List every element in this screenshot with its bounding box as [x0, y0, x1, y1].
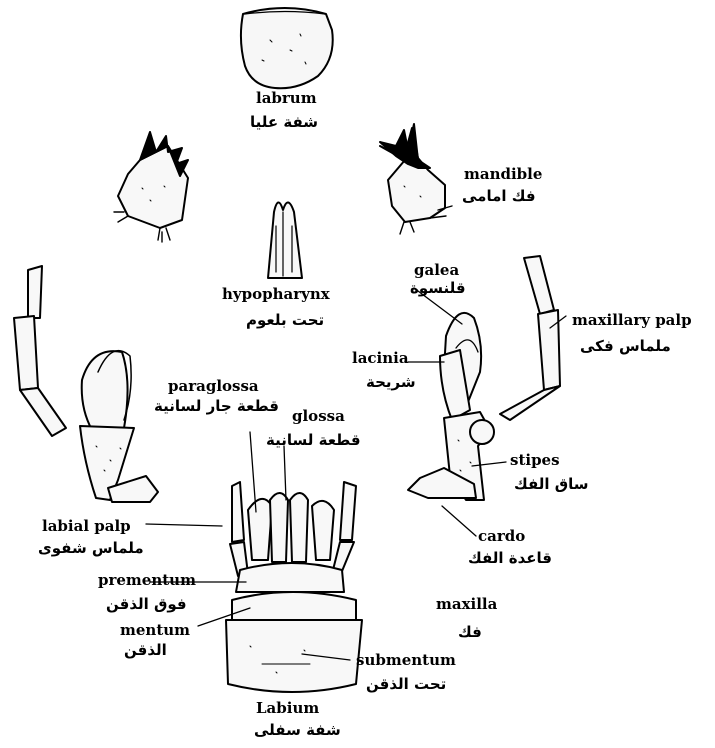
stipes-arabic-label: ساق الفك — [514, 476, 589, 493]
labial-palp-arabic-label: ملماس شفوى — [38, 540, 144, 557]
paraglossa-label: paraglossa — [168, 378, 259, 395]
hypopharynx-drawing — [268, 202, 302, 278]
galea-label: galea — [414, 262, 459, 279]
hypopharynx-label: hypopharynx — [222, 286, 330, 303]
labium-arabic-label: شفة سفلى — [254, 722, 341, 739]
submentum-arabic-label: تحت الذقن — [366, 676, 446, 693]
glossa-arabic-label: قطعة لسانية — [266, 432, 361, 449]
maxillary-palp-label: maxillary palp — [572, 312, 692, 329]
labial-palp-label: labial palp — [42, 518, 131, 535]
right-mandible-drawing — [380, 124, 452, 234]
maxilla-arabic-label: فك — [458, 624, 482, 641]
lacinia-arabic-label: شريحة — [366, 374, 416, 391]
maxilla-label: maxilla — [436, 596, 497, 613]
hypopharynx-arabic-label: تحت بلعوم — [246, 312, 324, 329]
mentum-arabic-label: الذقن — [124, 642, 167, 659]
stipes-label: stipes — [510, 452, 560, 469]
labrum-drawing — [241, 8, 333, 88]
mandible-label: mandible — [464, 166, 542, 183]
labrum-label: labrum — [256, 90, 317, 107]
galea-arabic-label: قلنسوة — [410, 280, 466, 297]
labium-label: Labium — [256, 700, 319, 717]
labium-drawing — [226, 482, 362, 692]
glossa-label: glossa — [292, 408, 345, 425]
prementum-arabic-label: فوق الذقن — [106, 596, 187, 613]
left-maxilla-drawing — [14, 266, 158, 502]
lacinia-label: lacinia — [352, 350, 409, 367]
prementum-label: prementum — [98, 572, 196, 589]
mentum-label: mentum — [120, 622, 190, 639]
cardo-label: cardo — [478, 528, 525, 545]
paraglossa-arabic-label: قطعة جار لسانية — [154, 398, 279, 415]
submentum-label: submentum — [356, 652, 456, 669]
mandible-arabic-label: فك امامى — [462, 188, 536, 205]
left-mandible-drawing — [114, 132, 188, 242]
labrum-arabic-label: شفة عليا — [250, 114, 318, 131]
cardo-arabic-label: قاعدة الفك — [468, 550, 552, 567]
maxillary-palp-arabic-label: ملماس فكى — [580, 338, 671, 355]
